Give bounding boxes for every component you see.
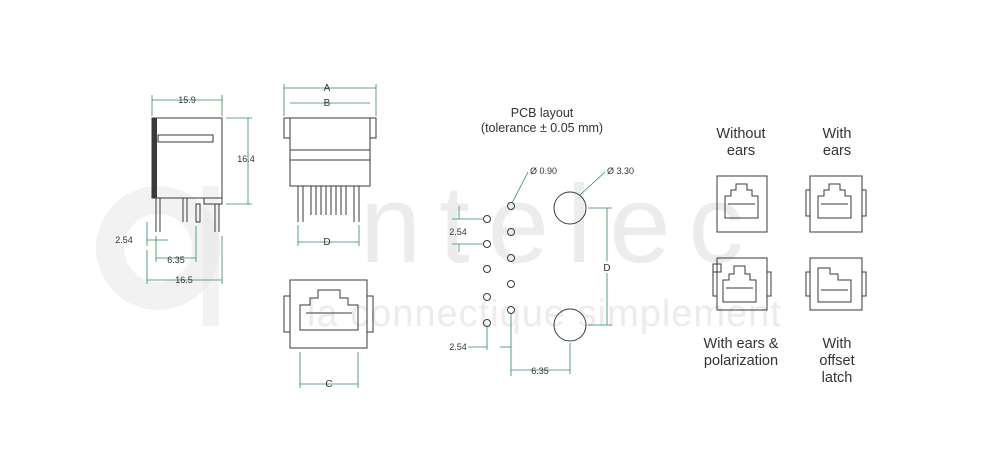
pcb-large-hole-label: Ø 3.30 [607, 166, 634, 176]
watermark-logo-stem [203, 186, 219, 326]
pcb-hole [483, 265, 491, 273]
side-view: 15.9 16.4 2.54 6.35 16.5 [115, 95, 255, 285]
pcb-title: PCB layout [511, 106, 574, 120]
variant-label-line1: With [823, 126, 852, 142]
pcb-hole [507, 202, 515, 210]
variant-label-line2: ears [823, 143, 851, 159]
pcb-row-offset: 6.35 [531, 366, 549, 376]
variant-with-ears-polarization: With ears & polarization [704, 257, 779, 369]
pcb-pitch-vertical: 2.54 [449, 227, 467, 237]
pin-comb [297, 186, 360, 222]
front-view-face: C [283, 279, 374, 390]
pcb-label-d: D [603, 263, 610, 274]
dim-pin-offset-a: 2.54 [115, 235, 133, 245]
watermark-tagline: la connectique simplement [307, 293, 782, 335]
variant-label-line3: latch [822, 370, 853, 386]
pcb-mount-hole-top [553, 191, 587, 225]
dim-label-c: C [325, 379, 332, 390]
pcb-layout: PCB layout (tolerance ± 0.05 mm) Ø 0.90 … [449, 106, 634, 376]
dim-pin-offset-b: 6.35 [167, 255, 185, 265]
pcb-hole [483, 293, 491, 301]
variant-label-line1: With ears & [704, 336, 779, 352]
pcb-hole [507, 306, 515, 314]
variant-with-offset-latch: With offset latch [805, 257, 867, 386]
pcb-holes-left [483, 215, 491, 327]
dim-label-b: B [324, 98, 331, 109]
dim-height: 16.4 [237, 154, 255, 164]
pcb-hole [507, 280, 515, 288]
pcb-pitch-horizontal: 2.54 [449, 342, 467, 352]
variant-label-line2: polarization [704, 353, 778, 369]
watermark-brand: ntelec [360, 163, 762, 286]
dim-label-d: D [323, 237, 330, 248]
dim-width-top: 15.9 [178, 95, 196, 105]
variant-label-line2: ears [727, 143, 755, 159]
pcb-hole [483, 215, 491, 223]
pcb-mount-hole-bottom [553, 308, 587, 342]
pcb-hole [507, 254, 515, 262]
pcb-tolerance: (tolerance ± 0.05 mm) [481, 121, 603, 135]
variant-label-line1: Without [716, 126, 765, 142]
dim-label-a: A [324, 83, 331, 94]
pcb-hole [483, 240, 491, 248]
pcb-holes-right [507, 202, 515, 314]
variant-with-ears: With ears [805, 126, 867, 233]
variant-label-line2: offset [819, 353, 854, 369]
pcb-hole [507, 228, 515, 236]
pcb-hole [483, 319, 491, 327]
dim-width-bottom: 16.5 [175, 275, 193, 285]
variant-label-line1: With [823, 336, 852, 352]
variant-without-ears: Without ears [716, 126, 768, 233]
pcb-small-hole-label: Ø 0.90 [530, 166, 557, 176]
watermark: ntelec la connectique simplement [96, 163, 782, 335]
front-view-top: A B D [283, 83, 377, 248]
